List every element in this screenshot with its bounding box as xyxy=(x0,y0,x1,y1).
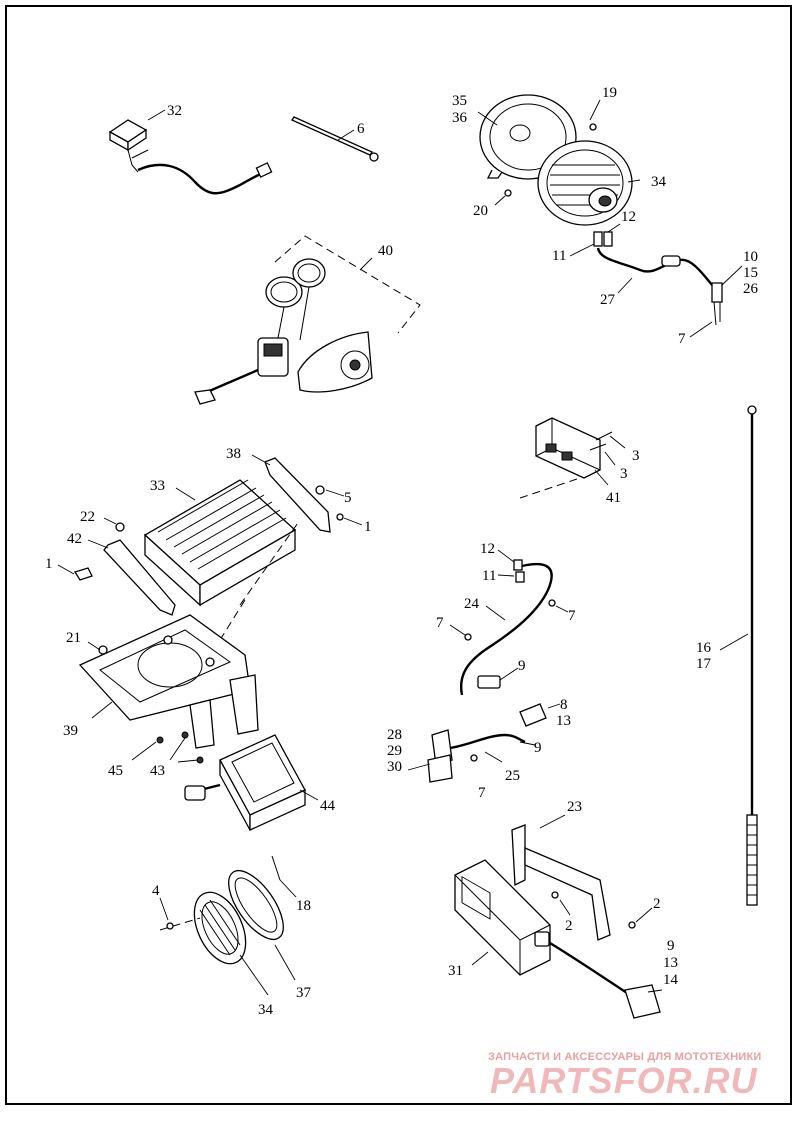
callout-7-upper: 7 xyxy=(678,331,686,347)
callout-1-right: 1 xyxy=(364,519,372,535)
callout-34-upper: 34 xyxy=(651,174,667,190)
callout-9-lower: 9 xyxy=(667,938,675,954)
module-31 xyxy=(454,859,663,1019)
callout-43: 43 xyxy=(150,763,165,779)
module-41 xyxy=(519,417,626,499)
callout-45: 45 xyxy=(108,763,123,779)
bracket-42 xyxy=(57,517,176,616)
callout-39: 39 xyxy=(63,723,78,739)
callout-38: 38 xyxy=(226,446,241,462)
callout-7-right: 7 xyxy=(568,608,576,624)
callout-13-middle: 13 xyxy=(556,713,571,729)
callout-14: 14 xyxy=(663,972,679,988)
callout-10: 10 xyxy=(743,249,758,265)
callout-3b: 3 xyxy=(620,466,628,482)
callout-23: 23 xyxy=(567,799,582,815)
callout-19: 19 xyxy=(602,85,617,101)
bracket-23 xyxy=(511,814,653,941)
callout-44: 44 xyxy=(320,798,336,814)
callout-41: 41 xyxy=(606,490,621,506)
speaker-lower-34-37 xyxy=(159,855,297,996)
callout-12-lower: 12 xyxy=(480,541,495,557)
callout-24: 24 xyxy=(464,596,480,612)
callout-labels: 32 6 35 36 19 34 20 12 11 10 15 26 27 7 … xyxy=(45,85,759,1018)
callout-29: 29 xyxy=(387,743,402,759)
antenna-mast-16-17 xyxy=(719,405,758,906)
callout-5: 5 xyxy=(344,490,352,506)
watermark-logo: PARTSFOR.RU xyxy=(490,1060,758,1101)
speaker-harness-27 xyxy=(569,223,743,338)
callout-9-upper: 9 xyxy=(518,658,526,674)
callout-15: 15 xyxy=(743,265,758,281)
callout-2-left: 2 xyxy=(565,918,573,934)
callout-9-middle: 9 xyxy=(534,740,542,756)
module-44 xyxy=(184,734,319,832)
callout-11-lower: 11 xyxy=(482,568,496,584)
gps-antenna-32 xyxy=(108,109,273,195)
callout-34-lower: 34 xyxy=(258,1002,274,1018)
callout-8: 8 xyxy=(560,697,568,713)
harness-24 xyxy=(449,549,569,696)
harness-25 xyxy=(407,703,561,783)
callout-11-upper: 11 xyxy=(552,248,566,264)
callout-40: 40 xyxy=(378,243,393,259)
callout-6: 6 xyxy=(357,121,365,137)
diagram-border xyxy=(5,5,792,1105)
callout-22: 22 xyxy=(80,509,95,525)
callout-16: 16 xyxy=(696,640,712,656)
callout-3a: 3 xyxy=(632,448,640,464)
callout-7-lower: 7 xyxy=(478,785,486,801)
assembly-line-a xyxy=(239,519,301,606)
callout-36: 36 xyxy=(452,110,468,126)
callout-42: 42 xyxy=(67,531,82,547)
callout-12-upper: 12 xyxy=(621,209,636,225)
callout-17: 17 xyxy=(696,656,712,672)
callout-4: 4 xyxy=(152,883,160,899)
callout-27: 27 xyxy=(600,292,616,308)
headset-40 xyxy=(194,235,421,405)
mounting-tray-39 xyxy=(78,614,259,764)
callout-37: 37 xyxy=(296,985,312,1001)
callout-26: 26 xyxy=(743,281,759,297)
speaker-upper-34-35-36 xyxy=(477,94,641,226)
callout-7-left: 7 xyxy=(436,615,444,631)
assembly-line-b xyxy=(219,599,246,641)
callout-30: 30 xyxy=(387,759,402,775)
bracket-38 xyxy=(251,454,363,533)
callout-2-right: 2 xyxy=(653,896,661,912)
callout-20: 20 xyxy=(473,203,488,219)
watermark-tagline: ЗАПЧАСТИ И АКСЕССУАРЫ ДЛЯ МОТОТЕХНИКИ xyxy=(488,1051,762,1063)
callout-21: 21 xyxy=(66,630,81,646)
callout-33: 33 xyxy=(150,478,165,494)
callout-13-lower: 13 xyxy=(663,955,678,971)
cable-strap-6 xyxy=(291,116,379,162)
callout-31: 31 xyxy=(448,963,463,979)
callout-1-left: 1 xyxy=(45,556,53,572)
callout-28: 28 xyxy=(387,727,402,743)
callout-18: 18 xyxy=(296,898,311,914)
callout-35: 35 xyxy=(452,93,467,109)
amplifier-33 xyxy=(143,479,297,607)
callout-32: 32 xyxy=(167,103,182,119)
callout-25: 25 xyxy=(505,768,520,784)
